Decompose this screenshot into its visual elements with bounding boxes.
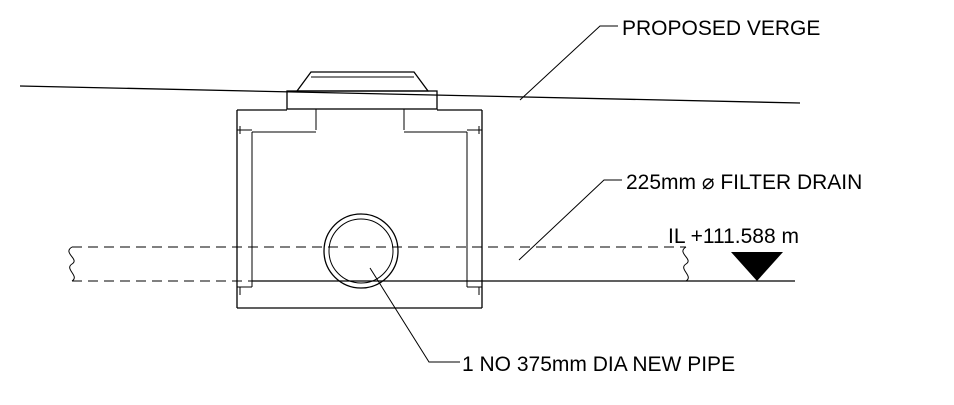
label-invert-level: IL +111.588 m (668, 225, 799, 248)
label-proposed-verge: PROPOSED VERGE (622, 17, 820, 40)
filter-drain-leader (518, 179, 622, 261)
label-new-pipe: 1 NO 375mm DIA NEW PIPE (462, 353, 735, 376)
chamber-cover (286, 71, 438, 130)
chamber-body (236, 109, 483, 309)
verge-leader (519, 25, 618, 101)
filter-drain-pipe (68, 246, 689, 282)
verge-ground-line (19, 85, 801, 104)
label-filter-drain: 225mm ⌀ FILTER DRAIN (626, 171, 862, 194)
new-pipe-section (323, 213, 399, 289)
new-pipe-leader (369, 267, 460, 363)
invert-level-marker (731, 252, 783, 281)
